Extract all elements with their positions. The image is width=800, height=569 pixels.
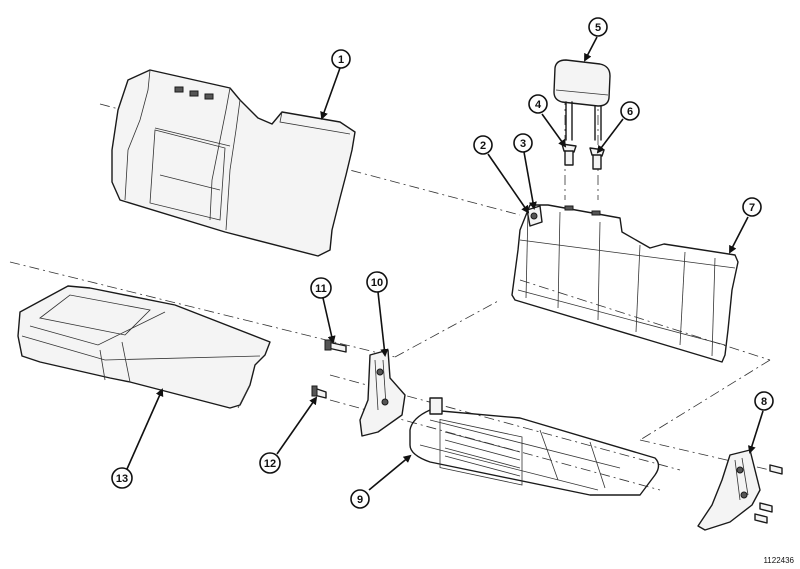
callout-3: 3 xyxy=(513,133,533,153)
riser-bolt-lower xyxy=(311,385,327,399)
callout-8: 8 xyxy=(754,391,774,411)
callout-1: 1 xyxy=(331,49,351,69)
callout-label: 2 xyxy=(480,140,486,152)
callout-10: 10 xyxy=(366,271,388,293)
callout-2: 2 xyxy=(473,135,493,155)
frame-hinge-bracket xyxy=(526,205,543,227)
callout-12: 12 xyxy=(259,452,281,474)
figure-id: 1122436 xyxy=(763,556,794,565)
callout-label: 5 xyxy=(595,22,601,34)
riser-bolt-upper xyxy=(324,339,347,353)
callout-label: 12 xyxy=(264,458,276,470)
callout-5: 5 xyxy=(588,17,608,37)
callout-label: 7 xyxy=(749,202,755,214)
callout-label: 8 xyxy=(761,396,767,408)
callout-11: 11 xyxy=(310,277,332,299)
callout-leaders xyxy=(126,36,764,491)
callout-label: 9 xyxy=(357,494,363,506)
callout-label: 13 xyxy=(116,473,128,485)
callout-7: 7 xyxy=(742,197,762,217)
callout-9: 9 xyxy=(350,489,370,509)
callout-label: 4 xyxy=(535,99,542,111)
headrest xyxy=(553,59,611,141)
seat-cushion xyxy=(17,285,271,409)
headrest-guide-right xyxy=(589,147,605,170)
seat-cushion-frame xyxy=(409,397,660,496)
right-seat-riser xyxy=(697,449,783,531)
callout-label: 3 xyxy=(520,138,526,150)
seat-back-cushion xyxy=(111,69,356,257)
callout-label: 1 xyxy=(338,54,344,66)
callout-label: 6 xyxy=(627,106,633,118)
headrest-guide-left xyxy=(561,143,577,166)
seat-back-frame xyxy=(511,204,739,363)
callout-label: 10 xyxy=(371,277,383,289)
callout-label: 11 xyxy=(315,283,327,295)
left-seat-riser xyxy=(359,349,406,437)
callout-13: 13 xyxy=(111,467,133,489)
callout-4: 4 xyxy=(528,94,548,114)
callout-6: 6 xyxy=(620,101,640,121)
